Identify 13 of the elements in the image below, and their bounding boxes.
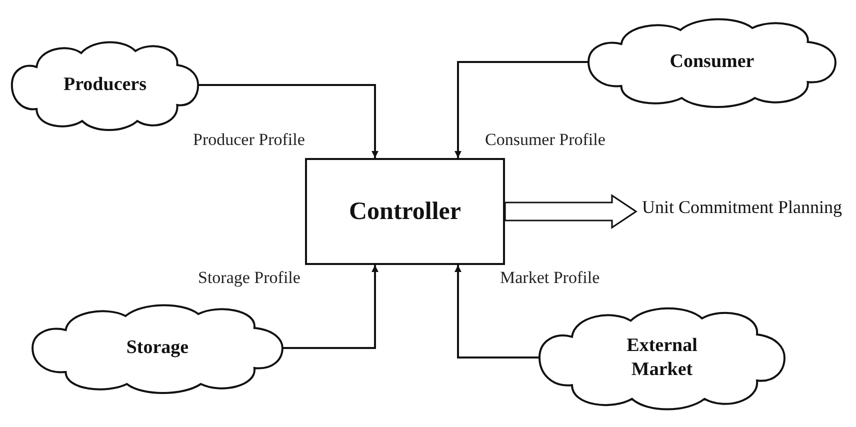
process-box: [305, 158, 505, 265]
node-label: External Market: [626, 334, 698, 382]
arrow: [283, 265, 378, 349]
arrow: [454, 61, 588, 158]
node-label: Producers: [63, 73, 147, 97]
node-label: Controller: [348, 196, 461, 227]
node-label: Unit Commitment Planning: [642, 196, 842, 218]
node-label: Consumer: [670, 50, 754, 74]
block-arrow: [504, 194, 638, 229]
arrow: [454, 265, 539, 358]
edge-label: Storage Profile: [197, 268, 302, 288]
arrow: [198, 84, 378, 158]
node-label: Storage: [126, 336, 189, 360]
